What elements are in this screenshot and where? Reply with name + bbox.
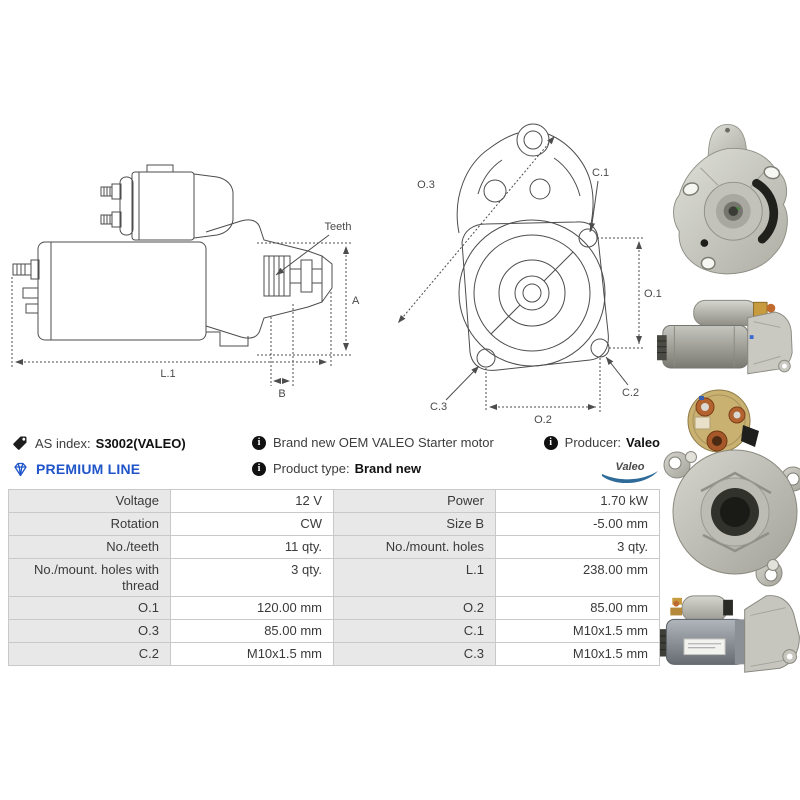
dim-label-c1: C.1 (592, 167, 609, 179)
spec-label-cell: C.3 (333, 642, 496, 666)
tag-icon (13, 436, 27, 450)
dim-label-c2: C.2 (622, 387, 639, 399)
dim-label-o1: O.1 (644, 288, 662, 300)
spec-value-cell: 1.70 kW (495, 489, 660, 513)
spec-value-cell: 3 qty. (170, 558, 334, 597)
dim-label-c3: C.3 (430, 401, 447, 413)
premium-line-row[interactable]: PREMIUM LINE (12, 461, 140, 477)
spec-value-cell: 85.00 mm (495, 596, 660, 620)
dim-label-teeth: Teeth (325, 221, 352, 233)
spec-value-cell: -5.00 mm (495, 512, 660, 536)
spec-row: No./teeth 11 qty. No./mount. holes 3 qty… (8, 535, 660, 559)
valeo-swoosh (602, 471, 658, 484)
spec-table: Voltage 12 V Power 1.70 kW Rotation CW S… (8, 489, 660, 666)
starter-side-photo (657, 299, 793, 375)
starter-side-photo-2 (656, 595, 800, 673)
spec-value-cell: 120.00 mm (170, 596, 334, 620)
spec-value-cell: M10x1.5 mm (495, 642, 660, 666)
product-type-label: Product type: (273, 461, 350, 476)
spec-value-cell: M10x1.5 mm (495, 619, 660, 643)
spec-label-cell: O.2 (333, 596, 496, 620)
spec-label-cell: Voltage (8, 489, 171, 513)
spec-label-cell: Power (333, 489, 496, 513)
gem-icon (14, 462, 27, 476)
description-row: i Brand new OEM VALEO Starter motor (252, 435, 494, 450)
spec-value-cell: 12 V (170, 489, 334, 513)
spec-label-cell: C.2 (8, 642, 171, 666)
producer-row: i Producer: Valeo (543, 435, 660, 450)
spec-value-cell: M10x1.5 mm (170, 642, 334, 666)
spec-value-cell: CW (170, 512, 334, 536)
producer-label: Producer: (564, 435, 622, 450)
starter-front-flange-photo (673, 123, 788, 275)
valeo-logo-text: Valeo (616, 461, 645, 473)
spec-label-cell: No./mount. holes (333, 535, 496, 559)
spec-label-cell: Rotation (8, 512, 171, 536)
spec-row: O.3 85.00 mm C.1 M10x1.5 mm (8, 619, 660, 643)
spec-label-cell: No./teeth (8, 535, 171, 559)
spec-label-cell: L.1 (333, 558, 496, 597)
product-type-value: Brand new (354, 461, 422, 476)
as-index-label: AS index: (35, 435, 91, 451)
producer-value: Valeo (626, 435, 660, 450)
spec-label-cell: No./mount. holes with thread (8, 558, 171, 597)
dim-label-o3: O.3 (417, 179, 435, 191)
info-icon: i (252, 435, 266, 450)
photo-column (655, 112, 800, 682)
dim-label-o2: O.2 (534, 414, 552, 426)
spec-label-cell: C.1 (333, 619, 496, 643)
spec-label-cell: O.3 (8, 619, 171, 643)
dim-label-a: A (352, 295, 360, 307)
product-type-row: i Product type: Brand new (252, 461, 421, 476)
spec-value-cell: 85.00 mm (170, 619, 334, 643)
spec-value-cell: 11 qty. (170, 535, 334, 559)
valeo-logo: Valeo (602, 461, 658, 484)
spec-value-cell: 3 qty. (495, 535, 660, 559)
spec-row: No./mount. holes with thread 3 qty. L.1 … (8, 558, 660, 597)
info-icon: i (252, 461, 266, 476)
product-description: Brand new OEM VALEO Starter motor (273, 435, 494, 450)
spec-label-cell: Size B (333, 512, 496, 536)
starter-rear-solenoid-photo (663, 389, 800, 587)
side-view-drawing: Teeth A L.1 B (11, 164, 360, 400)
as-index-row: AS index:S3002(VALEO) (12, 435, 186, 451)
spec-label-cell: O.1 (8, 596, 171, 620)
info-icon: i (543, 435, 558, 450)
as-index-value: S3002(VALEO) (95, 435, 186, 451)
spec-row: O.1 120.00 mm O.2 85.00 mm (8, 596, 660, 620)
spec-value-cell: 238.00 mm (495, 558, 660, 597)
spec-row: C.2 M10x1.5 mm C.3 M10x1.5 mm (8, 642, 660, 666)
dim-label-l1: L.1 (160, 368, 175, 380)
premium-line-label: PREMIUM LINE (36, 461, 141, 477)
dim-label-b: B (278, 388, 285, 400)
front-view-drawing: O.3 C.1 O.1 C.2 C.3 O.2 (397, 123, 662, 426)
spec-row: Voltage 12 V Power 1.70 kW (8, 489, 660, 513)
spec-row: Rotation CW Size B -5.00 mm (8, 512, 660, 536)
